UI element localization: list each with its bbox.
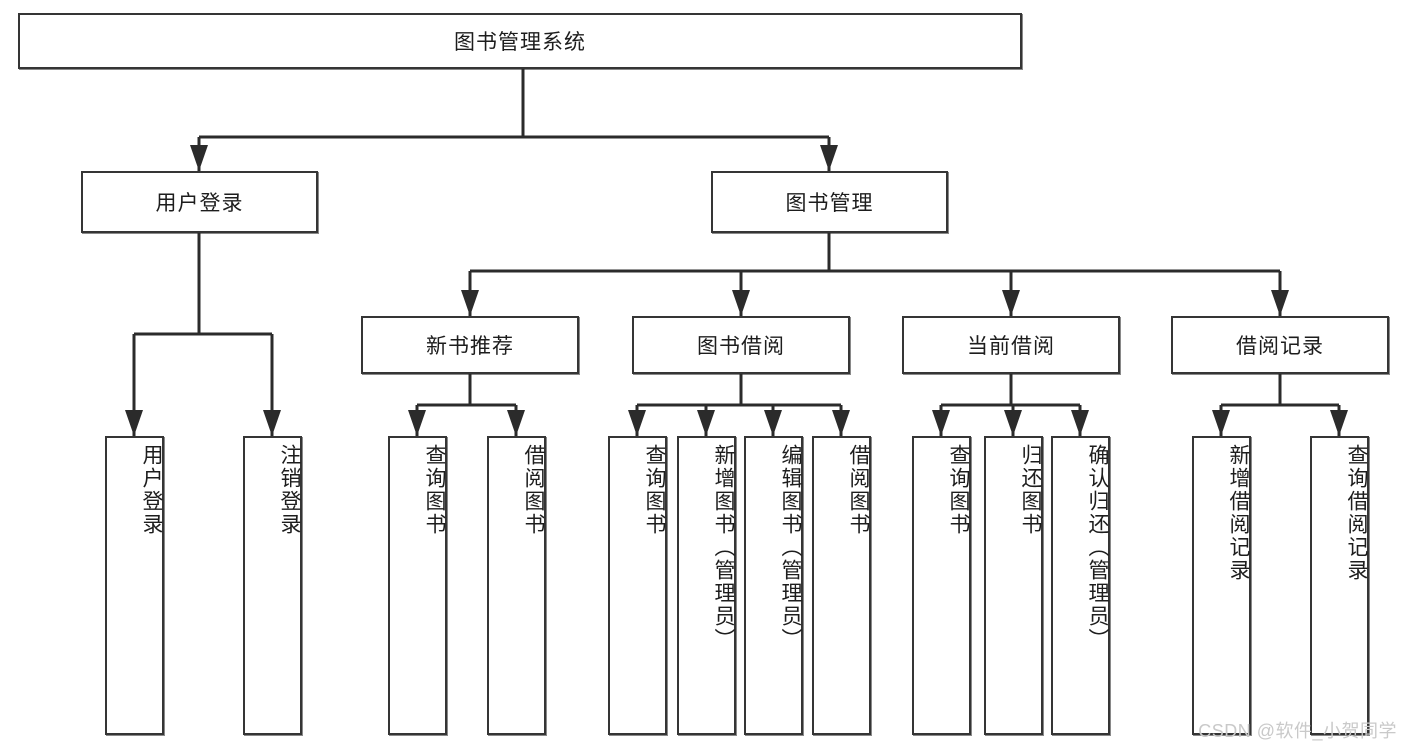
- node-login[interactable]: 用户登录: [81, 171, 318, 233]
- node-label: 用户登录: [155, 192, 244, 215]
- node-leaf4[interactable]: 借阅图书: [487, 436, 546, 735]
- arrow-head-borrow-bus-1: [697, 410, 715, 436]
- arrow-head-current-bus-2: [1071, 410, 1089, 436]
- arrow-head-bookmgmt-bus-2: [1002, 290, 1020, 316]
- arrow-head-newbook-bus-1: [507, 410, 525, 436]
- arrow-head-borrow-bus-3: [832, 410, 850, 436]
- node-records[interactable]: 借阅记录: [1171, 316, 1389, 374]
- node-bookmgmt[interactable]: 图书管理: [711, 171, 948, 233]
- node-label: 借阅图书: [522, 444, 545, 536]
- arrow-head-records-bus-1: [1330, 410, 1348, 436]
- node-leaf13[interactable]: 查询借阅记录: [1310, 436, 1369, 735]
- arrow-head-records-bus-0: [1212, 410, 1230, 436]
- watermark: CSDN @软件_小贺同学: [1198, 721, 1397, 741]
- node-newbook[interactable]: 新书推荐: [361, 316, 579, 374]
- node-label: 图书管理: [785, 192, 874, 215]
- node-label: 注销登录: [278, 444, 301, 536]
- node-label: 归还图书: [1019, 444, 1042, 536]
- node-label: 查询图书: [947, 444, 970, 536]
- node-label: 新书推荐: [426, 335, 514, 358]
- arrow-head-bookmgmt-bus-1: [732, 290, 750, 316]
- node-leaf3[interactable]: 查询图书: [388, 436, 447, 735]
- node-leaf11[interactable]: 确认归还（管理员）: [1051, 436, 1110, 735]
- arrow-head-root-bus-0: [190, 145, 208, 171]
- node-label: 查询借阅记录: [1345, 444, 1368, 582]
- node-leaf8[interactable]: 借阅图书: [812, 436, 871, 735]
- node-leaf6[interactable]: 新增图书（管理员）: [677, 436, 736, 735]
- arrow-head-newbook-bus-0: [408, 410, 426, 436]
- node-label: 新增图书（管理员）: [712, 444, 735, 651]
- node-label: 借阅记录: [1236, 335, 1324, 358]
- node-current[interactable]: 当前借阅: [902, 316, 1120, 374]
- node-leaf7[interactable]: 编辑图书（管理员）: [744, 436, 803, 735]
- node-label: 查询图书: [643, 444, 666, 536]
- node-label: 借阅图书: [847, 444, 870, 536]
- arrow-head-bookmgmt-bus-3: [1271, 290, 1289, 316]
- node-label: 用户登录: [140, 444, 163, 536]
- node-leaf5[interactable]: 查询图书: [608, 436, 667, 735]
- arrow-head-bookmgmt-bus-0: [461, 290, 479, 316]
- arrow-head-borrow-bus-0: [628, 410, 646, 436]
- arrow-head-login-bus-1: [263, 410, 281, 436]
- node-label: 编辑图书（管理员）: [779, 444, 802, 651]
- node-label: 新增借阅记录: [1227, 444, 1250, 582]
- node-root[interactable]: 图书管理系统: [18, 13, 1022, 69]
- node-label: 确认归还（管理员）: [1086, 444, 1109, 651]
- node-leaf9[interactable]: 查询图书: [912, 436, 971, 735]
- node-leaf1[interactable]: 用户登录: [105, 436, 164, 735]
- node-label: 查询图书: [423, 444, 446, 536]
- node-label: 图书管理系统: [454, 31, 586, 54]
- node-leaf12[interactable]: 新增借阅记录: [1192, 436, 1251, 735]
- arrow-head-login-bus-0: [125, 410, 143, 436]
- arrow-head-borrow-bus-2: [764, 410, 782, 436]
- node-label: 当前借阅: [967, 335, 1055, 358]
- arrow-head-current-bus-0: [932, 410, 950, 436]
- node-label: 图书借阅: [697, 335, 785, 358]
- node-leaf2[interactable]: 注销登录: [243, 436, 302, 735]
- arrow-head-current-bus-1: [1004, 410, 1022, 436]
- arrow-head-root-bus-1: [820, 145, 838, 171]
- node-borrow[interactable]: 图书借阅: [632, 316, 850, 374]
- node-leaf10[interactable]: 归还图书: [984, 436, 1043, 735]
